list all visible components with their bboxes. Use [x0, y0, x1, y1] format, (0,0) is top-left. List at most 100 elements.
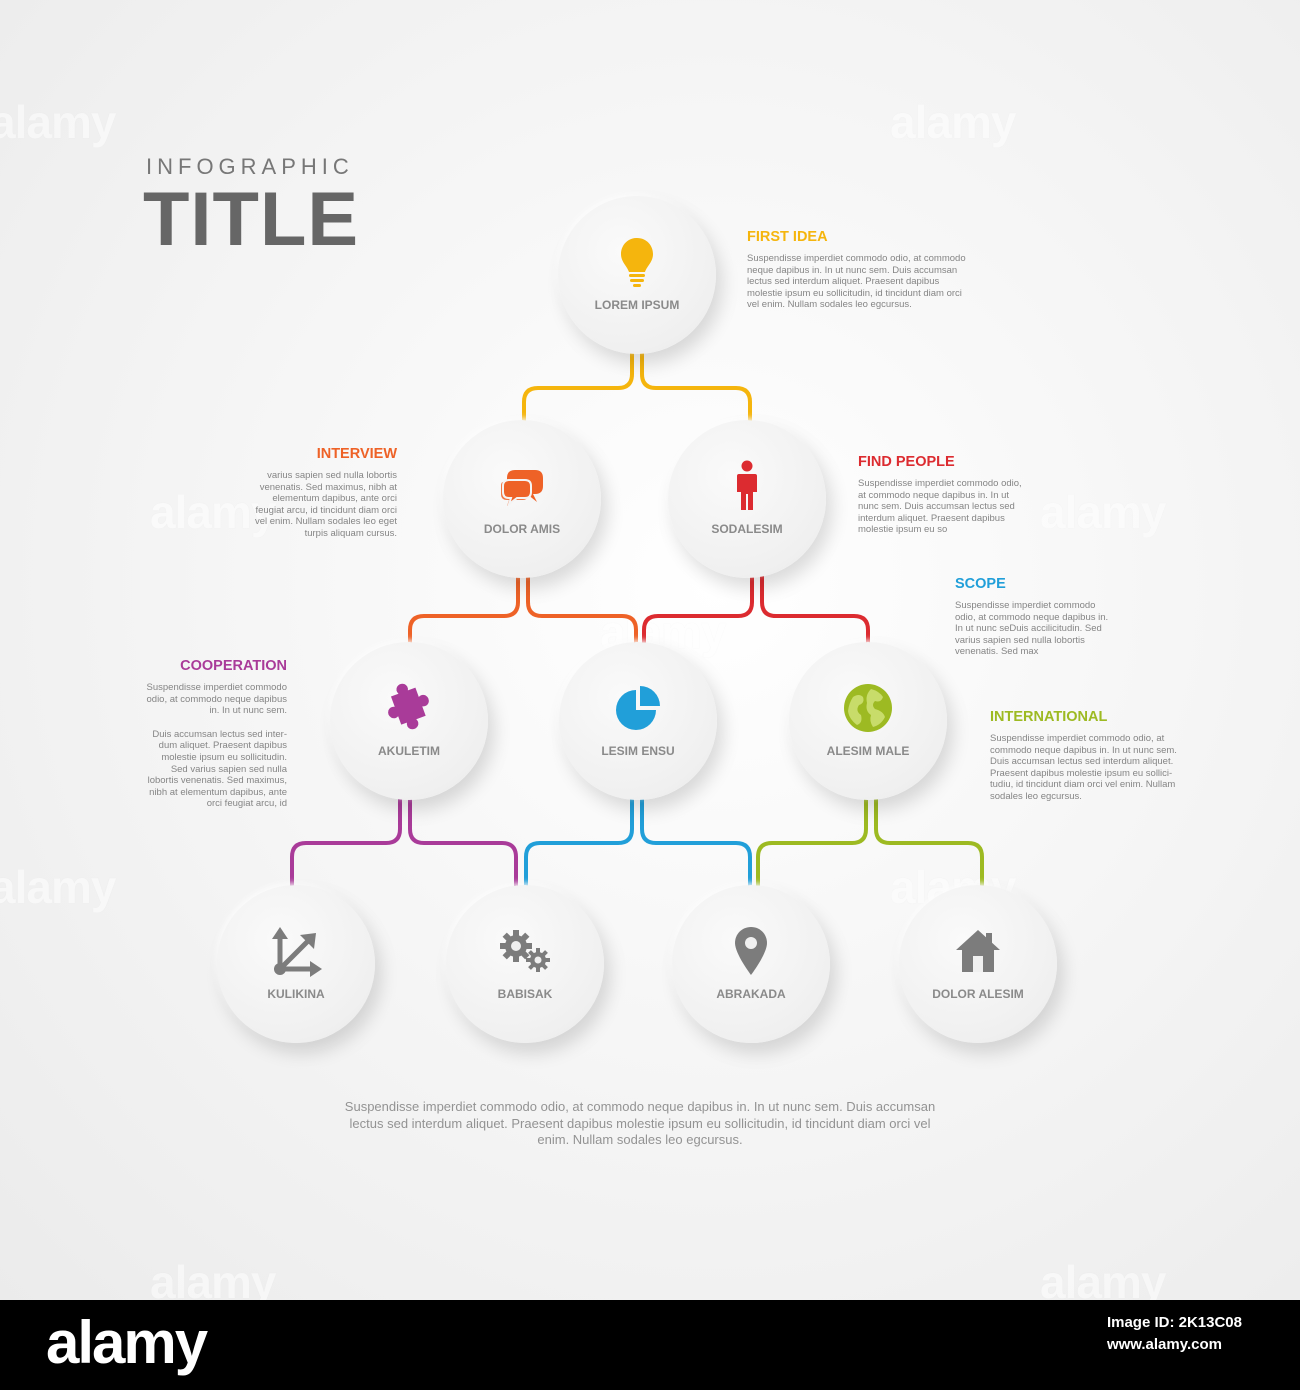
- node-dolor-amis: DOLOR AMIS: [443, 420, 601, 578]
- connector-green-right: [874, 798, 984, 887]
- brand-logo: alamy: [46, 1309, 208, 1376]
- node-babisak: BABISAK: [446, 885, 604, 1043]
- gears-icon: [497, 923, 553, 979]
- block-text: molestie ipsum eu sollicitudin, id tinci…: [747, 287, 962, 299]
- chat-bubbles-icon: [494, 458, 550, 514]
- lightbulb-icon: [609, 234, 665, 290]
- footer-line: lectus sed interdum aliquet. Praesent da…: [349, 1115, 931, 1131]
- footer-line: Suspendisse imperdiet commodo odio, at c…: [344, 1099, 936, 1114]
- block-text: vel enim. Nullam sodales leo egcursus.: [747, 299, 912, 311]
- block-text: varius sapien sed nulla lobortis: [955, 634, 1085, 646]
- text-block-first-idea: FIRST IDEA Suspendisse imperdiet commodo…: [747, 229, 987, 311]
- block-text: varius sapien sed nulla lobortis: [267, 470, 397, 481]
- connector-magenta-right: [408, 798, 518, 887]
- block-text: Sed varius sapien sed nulla: [170, 763, 287, 775]
- connector-blue-left: [524, 798, 634, 887]
- block-text: nibh at elementum dapibus, ante: [149, 786, 287, 798]
- block-text: In ut nunc seDuis accilicitudin. Sed: [955, 623, 1102, 635]
- block-text: elementum dapibus, ante orci: [272, 493, 397, 505]
- person-icon: [719, 458, 775, 514]
- watermark: alamy: [150, 1256, 276, 1300]
- globe-icon: [840, 680, 896, 736]
- stock-info: Image ID: 2K13C08 www.alamy.com: [1107, 1312, 1242, 1356]
- watermark: alamy: [890, 96, 1016, 148]
- node-abrakada: ABRAKADA: [672, 885, 830, 1043]
- text-block-scope: SCOPE Suspendisse imperdiet commodo odio…: [955, 576, 1135, 658]
- block-text: Duis accumsan lectus sed inter-: [152, 728, 287, 740]
- block-text: lobortis venenatis. Sed maximus,: [147, 775, 287, 787]
- block-text: Praesent dapibus molestie ipsum eu solli…: [990, 767, 1173, 779]
- block-text: commodo neque dapibus in. In ut nunc sem…: [990, 744, 1177, 756]
- connector-yellow-right: [640, 350, 752, 422]
- block-heading: COOPERATION: [180, 658, 287, 674]
- house-icon: [950, 923, 1006, 979]
- node-lesim-ensu: LESIM ENSU: [559, 642, 717, 800]
- node-label: AKULETIM: [378, 744, 440, 758]
- node-dolor-alesim: DOLOR ALESIM: [899, 885, 1057, 1043]
- block-heading: SCOPE: [955, 576, 1006, 592]
- infographic-canvas: alamy alamy alamy alamy alamy alamy alam…: [0, 0, 1300, 1300]
- block-heading: INTERVIEW: [316, 446, 397, 462]
- arrows-diverge-icon: [268, 923, 324, 979]
- node-label: ALESIM MALE: [826, 744, 910, 758]
- block-heading: FIND PEOPLE: [858, 454, 955, 470]
- node-label: ABRAKADA: [716, 987, 786, 1001]
- puzzle-piece-icon: [381, 680, 437, 736]
- block-text: neque dapibus in. In ut nunc sem. Duis a…: [747, 264, 958, 276]
- block-text: in. In ut nunc sem.: [209, 705, 287, 717]
- watermark: alamy: [0, 861, 116, 913]
- block-text: tudiu, id tincidunt diam orci vel enim. …: [990, 779, 1176, 791]
- watermark: alamy: [0, 96, 116, 148]
- node-akuletim: AKULETIM: [330, 642, 488, 800]
- node-alesim-male: ALESIM MALE: [789, 642, 947, 800]
- watermark: alamy: [1040, 486, 1166, 538]
- node-label: BABISAK: [497, 987, 553, 1001]
- node-label: KULIKINA: [267, 987, 325, 1001]
- node-kulikina: KULIKINA: [217, 885, 375, 1043]
- node-label: SODALESIM: [711, 522, 783, 536]
- block-text: Suspendisse imperdiet commodo: [146, 682, 287, 693]
- block-text: orci feugiat arcu, id: [206, 798, 287, 810]
- connector-red-left: [642, 575, 754, 652]
- block-text: molestie ipsum eu sollicitudin.: [161, 751, 287, 763]
- block-text: turpis aliquam cursus.: [304, 527, 397, 539]
- node-lorem-ipsum: LOREM IPSUM: [558, 196, 716, 354]
- connector-green-left: [756, 798, 868, 887]
- footer-description: Suspendisse imperdiet commodo odio, at c…: [310, 1099, 970, 1149]
- node-label: DOLOR ALESIM: [932, 987, 1024, 1001]
- block-text: molestie ipsum eu so: [858, 524, 948, 536]
- connector-blue-right: [640, 798, 752, 887]
- block-text: dum aliquet. Praesent dapibus: [158, 740, 287, 752]
- node-label: LOREM IPSUM: [594, 298, 680, 312]
- node-sodalesim: SODALESIM: [668, 420, 826, 578]
- block-text: sodales leo egcursus.: [990, 790, 1082, 802]
- text-block-interview: INTERVIEW varius sapien sed nulla lobort…: [200, 446, 397, 540]
- block-text: vel enim. Nullam sodales leo eget: [254, 516, 397, 528]
- connector-orange-right: [526, 575, 638, 652]
- watermark: alamy: [1040, 1256, 1166, 1300]
- text-block-find-people: FIND PEOPLE Suspendisse imperdiet commod…: [858, 454, 1048, 536]
- block-text: odio, at commodo neque dapibus: [146, 693, 288, 705]
- text-block-international: INTERNATIONAL Suspendisse imperdiet comm…: [990, 709, 1195, 803]
- block-text: Duis accumsan lectus sed interdum alique…: [990, 756, 1174, 768]
- block-heading: FIRST IDEA: [747, 229, 828, 245]
- block-text: Suspendisse imperdiet commodo odio, at c…: [747, 253, 966, 264]
- connector-magenta-left: [290, 798, 402, 887]
- watermark: alamy: [150, 486, 276, 538]
- infographic-title: TITLE: [143, 177, 360, 262]
- block-text: Suspendisse imperdiet commodo odio,: [858, 478, 1022, 489]
- map-pin-icon: [723, 923, 779, 979]
- block-text: lectus sed interdum aliquet. Praesent da…: [747, 276, 940, 288]
- site-url: www.alamy.com: [1106, 1336, 1222, 1353]
- block-text: feugiat arcu, id tincidunt diam orci: [255, 504, 397, 516]
- infographic-subtitle: INFOGRAPHIC: [146, 154, 354, 179]
- block-text: odio, at commodo neque dapibus in.: [955, 611, 1109, 623]
- connector-yellow-left: [522, 350, 634, 422]
- connector-lines: [290, 350, 984, 887]
- block-text: nunc sem. Duis accumsan lectus sed: [858, 501, 1015, 513]
- connector-red-right: [760, 575, 870, 652]
- pie-chart-icon: [610, 680, 666, 736]
- node-label: DOLOR AMIS: [483, 522, 561, 536]
- image-id: Image ID: 2K13C08: [1106, 1314, 1242, 1331]
- block-text: Suspendisse imperdiet commodo odio, at: [990, 733, 1165, 744]
